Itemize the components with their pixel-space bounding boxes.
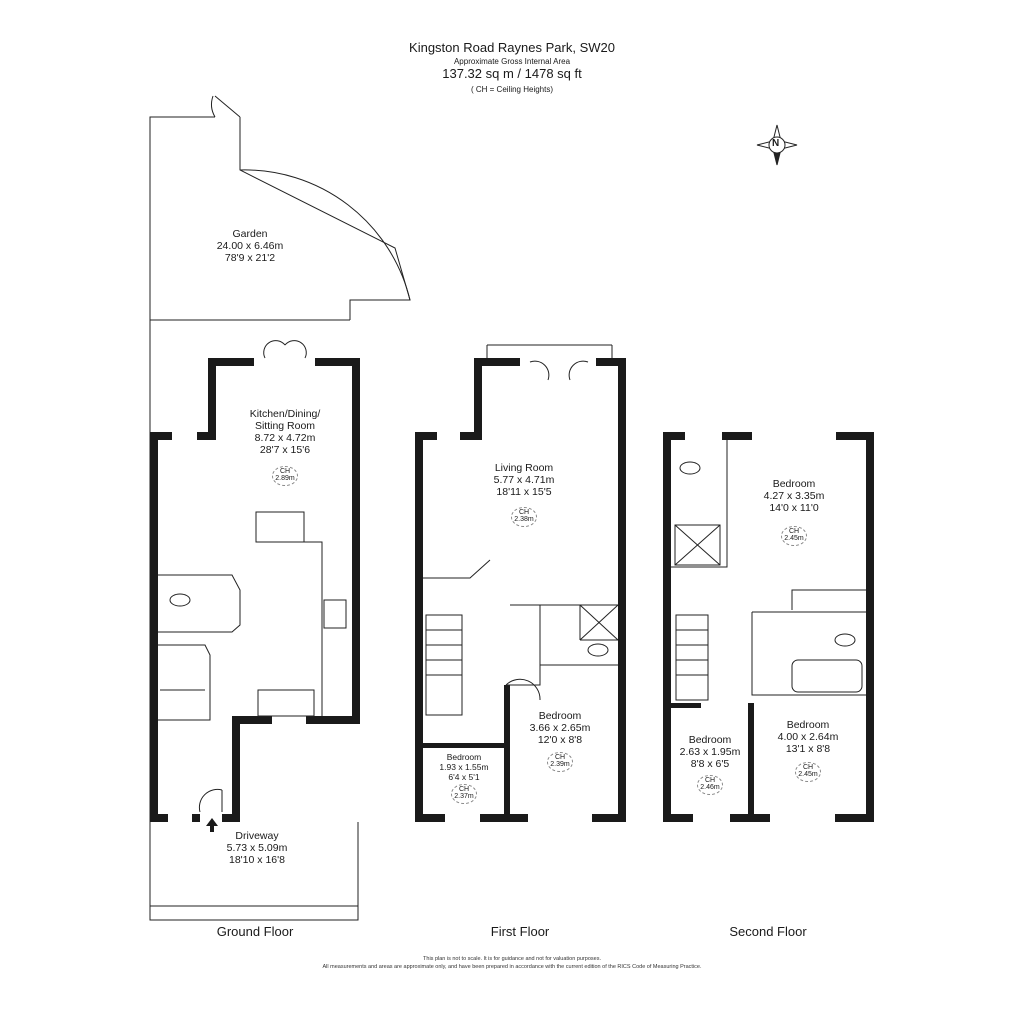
- area-value: 137.32 sq m / 1478 sq ft: [442, 66, 582, 81]
- driveway-outline: [149, 822, 359, 921]
- floor-label-ground: Ground Floor: [216, 924, 294, 939]
- room-bedroom-first-small: Bedroom 1.93 x 1.55m 6'4 x 5'1: [439, 752, 489, 782]
- ceiling-height-note: ( CH = Ceiling Heights): [470, 85, 554, 94]
- property-address: Kingston Road Raynes Park, SW20: [409, 40, 615, 55]
- room-bedroom-second-left: Bedroom 2.63 x 1.95m 8'8 x 6'5: [679, 734, 741, 771]
- room-bedroom-second-top: Bedroom 4.27 x 3.35m 14'0 x 11'0: [763, 478, 825, 515]
- first-floor-walls: [415, 358, 626, 822]
- room-living: Living Room 5.77 x 4.71m 18'11 x 15'5: [493, 462, 555, 499]
- disclaimer-line-1: This plan is not to scale. It is for gui…: [423, 956, 601, 962]
- room-bedroom-first-main: Bedroom 3.66 x 2.65m 12'0 x 8'8: [529, 710, 591, 747]
- garden-outline: [149, 95, 411, 920]
- compass-north-label: N: [772, 138, 780, 149]
- room-driveway: Driveway 5.73 x 5.09m 18'10 x 16'8: [226, 830, 288, 867]
- entrance-arrow-icon: [206, 818, 218, 832]
- disclaimer-line-2: All measurements and areas are approxima…: [322, 964, 702, 970]
- compass-icon: N: [755, 123, 799, 167]
- room-kitchen: Kitchen/Dining/ Sitting Room 8.72 x 4.72…: [249, 408, 321, 457]
- room-bedroom-second-right: Bedroom 4.00 x 2.64m 13'1 x 8'8: [777, 719, 839, 756]
- area-label: Approximate Gross Internal Area: [453, 57, 571, 66]
- ground-floor-walls: [150, 358, 360, 822]
- room-garden: Garden 24.00 x 6.46m 78'9 x 21'2: [216, 228, 284, 265]
- floor-label-first: First Floor: [490, 924, 550, 939]
- second-floor-walls: [663, 432, 874, 822]
- floor-label-second: Second Floor: [729, 924, 807, 939]
